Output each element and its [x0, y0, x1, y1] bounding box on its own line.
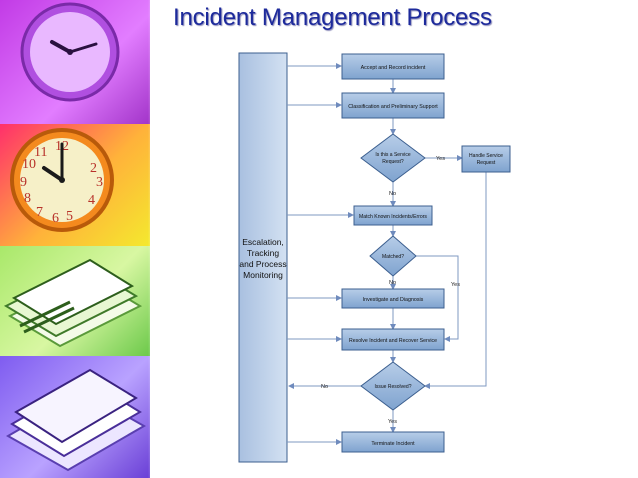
svg-text:8: 8 — [24, 191, 31, 206]
documents-photo-violet — [0, 356, 150, 478]
svg-text:2: 2 — [90, 161, 97, 176]
edge-handle-resolved — [424, 172, 487, 389]
node-matched-label: Matched? — [382, 254, 404, 260]
node-terminate: Terminate Incident — [341, 431, 445, 453]
escalation-lane-box — [238, 52, 288, 463]
connectors — [287, 63, 487, 445]
svg-text:6: 6 — [52, 211, 59, 226]
node-terminate-label: Terminate Incident — [371, 441, 415, 447]
svg-text:3: 3 — [96, 175, 103, 190]
node-service-question-line-1: Is this a Service — [375, 152, 411, 158]
clock-photo-purple — [0, 0, 150, 124]
node-match-label: Match Known Incidents/Errors — [359, 214, 427, 220]
lane-label-line-3: and Process — [239, 259, 286, 269]
svg-text:5: 5 — [66, 209, 73, 224]
node-investigate-label: Investigate and Diagnosis — [363, 297, 424, 303]
node-resolve-label: Resolve Incident and Recover Service — [349, 338, 437, 344]
node-resolve: Resolve Incident and Recover Service — [341, 328, 445, 351]
slide-title: Incident Management Process — [173, 4, 492, 31]
edge-label-resolved-yes: Yes — [388, 419, 397, 425]
node-handle-line-2: Request — [477, 160, 496, 166]
node-resolved-label: Issue Resolved? — [375, 384, 412, 390]
edge-label-resolved-no: No — [321, 384, 328, 390]
photo-strip-fade — [148, 0, 160, 478]
lane-label-line-2: Tracking — [247, 248, 280, 258]
svg-text:4: 4 — [88, 193, 95, 208]
node-accept: Accept and Record incident — [341, 53, 445, 80]
node-accept-label: Accept and Record incident — [361, 65, 426, 71]
node-service-question: Is this a Service Request? — [360, 133, 426, 183]
lane-label-line-4: Monitoring — [243, 270, 283, 280]
node-match: Match Known Incidents/Errors — [353, 205, 433, 226]
edge-label-matched-no: No — [389, 280, 396, 286]
edge-label-matched-yes: Yes — [451, 282, 460, 288]
node-resolved-question: Issue Resolved? — [360, 361, 426, 411]
document-stack-icon — [3, 258, 143, 348]
node-handle-service-request: Handle Service Request — [461, 145, 511, 173]
node-service-question-line-2: Request? — [382, 159, 404, 165]
document-stack-icon — [5, 368, 147, 472]
node-classify: Classification and Preliminary Support — [341, 92, 445, 119]
svg-text:9: 9 — [20, 175, 27, 190]
node-investigate: Investigate and Diagnosis — [341, 288, 445, 309]
svg-text:10: 10 — [22, 157, 36, 172]
escalation-lane: Escalation, Tracking and Process Monitor… — [238, 52, 288, 463]
node-classify-label: Classification and Preliminary Support — [348, 104, 438, 110]
edge-label-service-yes: Yes — [436, 156, 445, 162]
svg-text:7: 7 — [36, 205, 43, 220]
documents-photo-green — [0, 246, 150, 356]
node-matched-question: Matched? — [369, 235, 417, 277]
clock-icon — [20, 2, 120, 102]
edge-label-service-no: No — [389, 191, 396, 197]
lane-label-line-1: Escalation, — [242, 237, 284, 247]
svg-text:11: 11 — [34, 145, 47, 160]
node-handle-line-1: Handle Service — [469, 153, 503, 159]
edge-matched-resolve — [416, 255, 459, 342]
